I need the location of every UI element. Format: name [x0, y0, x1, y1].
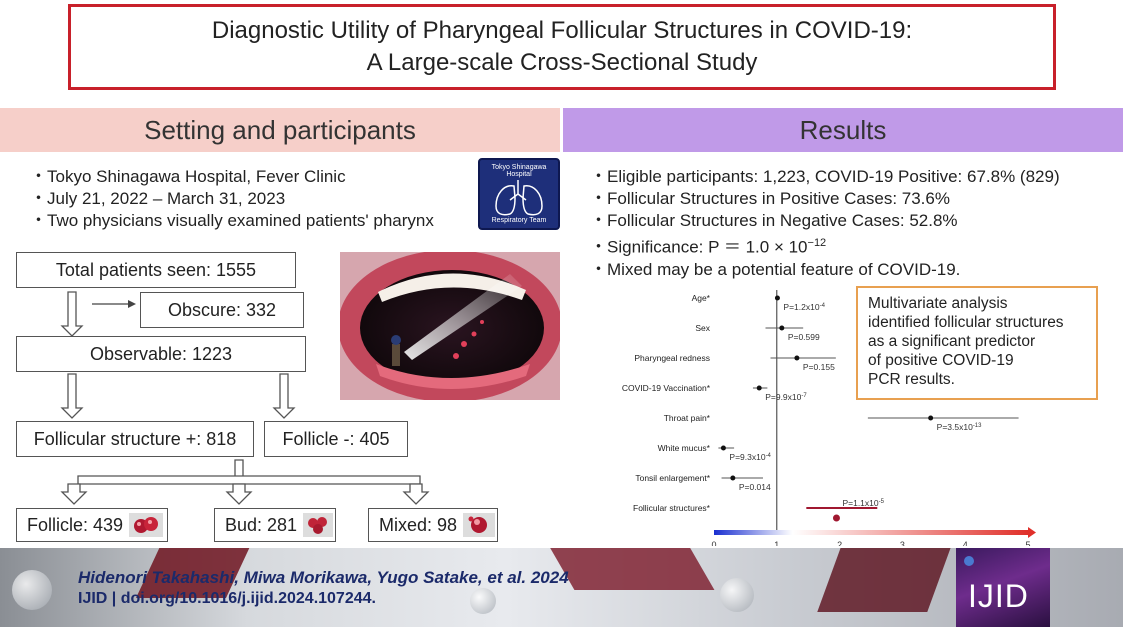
lungs-icon [495, 180, 543, 216]
results-bullet: ・Mixed may be a potential feature of COV… [590, 259, 961, 279]
p-value-label: P=1.2x10-4 [783, 302, 825, 312]
flowchart-connectors [60, 291, 430, 505]
decor-shape [817, 548, 953, 612]
row-label: Tonsil enlargement* [635, 473, 710, 483]
row-label: Age* [692, 293, 711, 303]
row-label: White mucus* [658, 443, 711, 453]
odds-ratio-point [774, 295, 780, 301]
odds-ratio-point [779, 325, 785, 331]
x-tick-label: 5 [1025, 540, 1030, 546]
setting-bullets: ・Tokyo Shinagawa Hospital, Fever Clinic … [30, 166, 434, 232]
odds-ratio-point [730, 475, 736, 481]
bud-icon [303, 513, 334, 537]
setting-heading: Setting and participants [0, 108, 560, 152]
note-line: identified follicular structures [868, 314, 1064, 331]
p-value-label: P=3.5x10-13 [937, 422, 982, 432]
results-bullets: ・Eligible participants: 1,223, COVID-19 … [590, 166, 1060, 281]
flow-follicle-box: Follicle: 439 [16, 508, 168, 542]
row-label: Throat pain* [664, 413, 711, 423]
x-tick-label: 4 [963, 540, 968, 546]
flow-follicle-label: Follicle: 439 [27, 514, 124, 535]
flow-total-box: Total patients seen: 1555 [16, 252, 296, 288]
flow-bud-box: Bud: 281 [214, 508, 336, 542]
note-line: Multivariate analysis [868, 295, 1008, 312]
follicle-icon [129, 513, 164, 537]
title-line-2: A Large-scale Cross-Sectional Study [366, 49, 758, 76]
decor-shape [12, 570, 52, 610]
flow-obscure-box: Obscure: 332 [140, 292, 304, 328]
decor-shape [545, 548, 715, 590]
journal-name: IJID [968, 578, 1029, 614]
multivariate-note: Multivariate analysis identified follicu… [856, 286, 1098, 400]
significance-exponent: −12 [807, 237, 827, 249]
flow-follicle-negative-label: Follicle -: 405 [282, 428, 390, 449]
flow-mixed-label: Mixed: 98 [379, 514, 458, 535]
flow-follicular-positive-box: Follicular structure +: 818 [16, 421, 254, 457]
axis-arrow [1028, 527, 1036, 538]
flow-observable-label: Observable: 1223 [89, 343, 233, 364]
doi-link[interactable]: IJID | doi.org/10.1016/j.ijid.2024.10724… [78, 590, 376, 607]
title-line-1: Diagnostic Utility of Pharyngeal Follicu… [211, 17, 913, 44]
row-label: Sex [695, 323, 710, 333]
results-bullet-significance: ・Significance: P ＝ 1.0 × 10−12 [590, 232, 1060, 259]
authors-text: Hidenori Takahashi, Miwa Morikawa, Yugo … [78, 568, 569, 587]
flow-follicle-negative-box: Follicle -: 405 [264, 421, 408, 457]
footer-banner: Hidenori Takahashi, Miwa Morikawa, Yugo … [0, 548, 1123, 627]
flow-follicular-positive-label: Follicular structure +: 818 [33, 428, 237, 449]
results-bullet: ・Eligible participants: 1,223, COVID-19 … [590, 167, 1060, 186]
results-bullet: ・Follicular Structures in Positive Cases… [590, 189, 950, 208]
p-value-label: P=0.599 [788, 332, 820, 342]
x-tick-label: 0 [711, 540, 716, 546]
setting-bullet: ・Tokyo Shinagawa Hospital, Fever Clinic [30, 167, 346, 186]
odds-ratio-point [794, 355, 800, 361]
forest-plot: 012345Odds RatioAge*P=1.2x10-4SexP=0.599… [622, 290, 1036, 546]
odds-ratio-point [720, 445, 726, 451]
flow-bud-label: Bud: 281 [225, 514, 298, 535]
mixed-icon [463, 513, 496, 537]
x-tick-label: 3 [900, 540, 905, 546]
setting-bullet: ・Two physicians visually examined patien… [30, 211, 434, 230]
row-label: COVID-19 Vaccination* [622, 383, 711, 393]
mouth-illustration [340, 252, 560, 400]
logo-hospital-name: Tokyo Shinagawa Hospital [491, 164, 547, 178]
setting-bullet: ・July 21, 2022 – March 31, 2023 [30, 189, 286, 208]
p-value-label: P=0.155 [803, 362, 835, 372]
note-line: PCR results. [868, 371, 955, 388]
journal-logo-icon [964, 556, 974, 566]
p-value-label: P=0.014 [739, 482, 771, 492]
odds-ratio-point [756, 385, 762, 391]
note-line: as a significant predictor [868, 333, 1036, 350]
x-tick-label: 2 [837, 540, 842, 546]
journal-cover: IJID [956, 548, 1050, 627]
title-box: Diagnostic Utility of Pharyngeal Follicu… [68, 4, 1056, 90]
results-heading: Results [563, 108, 1123, 152]
decor-shape [470, 588, 496, 614]
p-value-label: P=9.3x10-4 [729, 452, 771, 462]
note-line: of positive COVID-19 [868, 352, 1014, 369]
axis-bar [714, 530, 1028, 535]
logo-team-name: Respiratory Team [491, 217, 547, 224]
p-value-label: P=9.9x10-7 [765, 392, 807, 402]
significance-text: ・Significance: P ＝ 1.0 × 10 [590, 237, 808, 257]
hospital-logo: Tokyo Shinagawa Hospital Respiratory Tea… [478, 158, 560, 230]
decor-shape [720, 578, 754, 612]
row-label: Pharyngeal redness [634, 353, 710, 363]
results-bullet: ・Follicular Structures in Negative Cases… [590, 211, 958, 230]
x-tick-label: 1 [774, 540, 779, 546]
row-label: Follicular structures* [633, 503, 711, 513]
odds-ratio-point [832, 514, 840, 522]
flow-obscure-label: Obscure: 332 [167, 299, 277, 320]
flow-total-label: Total patients seen: 1555 [55, 259, 257, 280]
flow-observable-box: Observable: 1223 [16, 336, 306, 372]
odds-ratio-point [928, 415, 934, 421]
flow-mixed-box: Mixed: 98 [368, 508, 498, 542]
p-value-label: P=1.1x10-5 [842, 498, 884, 508]
